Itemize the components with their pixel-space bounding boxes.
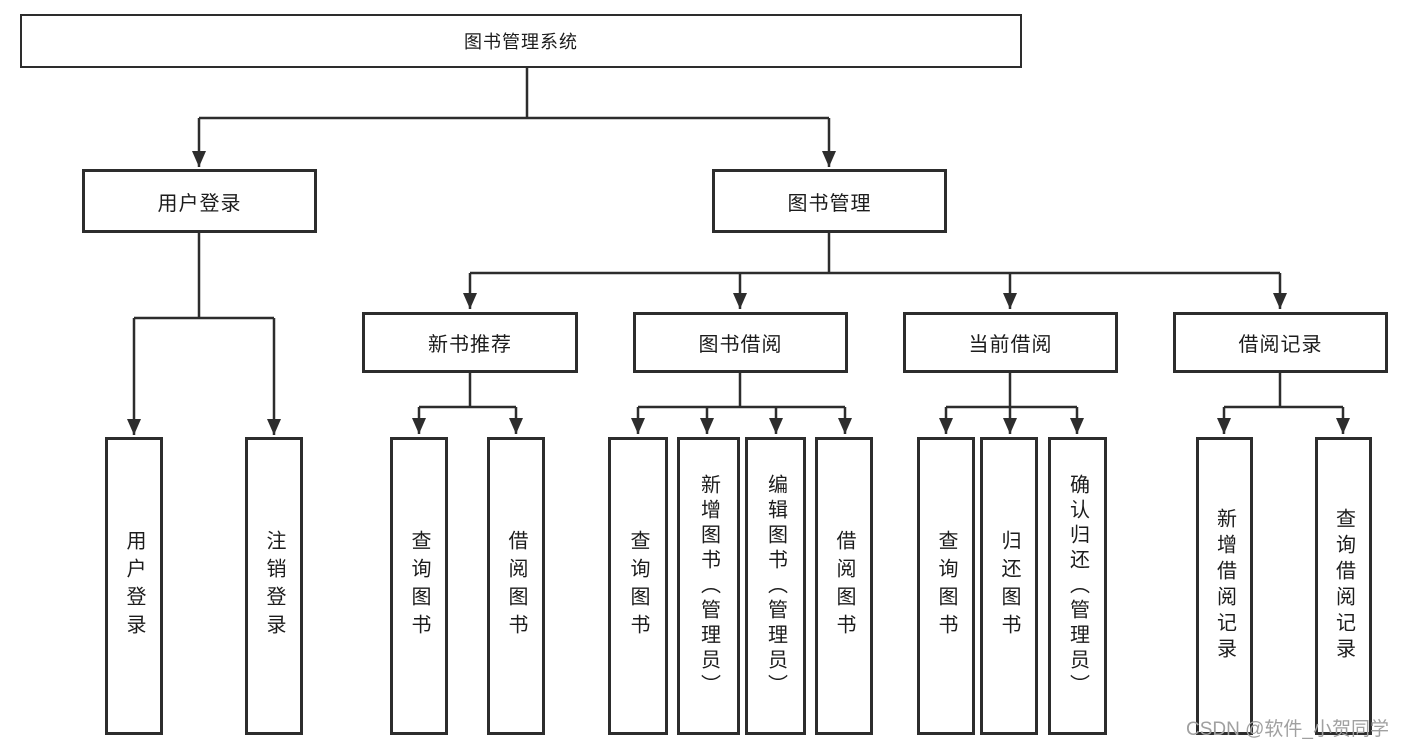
leaf-current-return-book: 归还图书 (980, 437, 1038, 735)
node-new-book-recommend: 新书推荐 (362, 312, 578, 373)
leaf-recommend-query-book-label: 查询图书 (408, 530, 430, 642)
node-root-label: 图书管理系统 (464, 32, 578, 52)
node-current-borrow: 当前借阅 (903, 312, 1118, 373)
leaf-borrow-add-book-admin: 新增图书（管理员） (677, 437, 740, 735)
leaf-borrow-query-book-label: 查询图书 (627, 530, 649, 642)
leaf-recommend-query-book: 查询图书 (390, 437, 448, 735)
leaf-current-query-book: 查询图书 (917, 437, 975, 735)
leaf-logout: 注销登录 (245, 437, 303, 735)
leaf-borrow-edit-book-admin: 编辑图书（管理员） (745, 437, 806, 735)
node-book-borrow: 图书借阅 (633, 312, 848, 373)
node-book-management-label: 图书管理 (787, 192, 872, 215)
leaf-borrow-query-book: 查询图书 (608, 437, 668, 735)
node-user-login: 用户登录 (82, 169, 317, 233)
leaf-borrow-borrow-book-label: 借阅图书 (833, 530, 855, 642)
node-book-borrow-label: 图书借阅 (698, 334, 783, 356)
leaf-borrow-edit-book-admin-label: 编辑图书（管理员） (764, 473, 787, 699)
leaf-records-query-record: 查询借阅记录 (1315, 437, 1372, 735)
node-borrow-records: 借阅记录 (1173, 312, 1388, 373)
node-book-management: 图书管理 (712, 169, 947, 233)
leaf-records-add-record: 新增借阅记录 (1196, 437, 1253, 735)
node-current-borrow-label: 当前借阅 (968, 334, 1053, 356)
leaf-records-query-record-label: 查询借阅记录 (1332, 508, 1355, 664)
leaf-user-login: 用户登录 (105, 437, 163, 735)
leaf-recommend-borrow-book-label: 借阅图书 (505, 530, 527, 642)
node-new-book-recommend-label: 新书推荐 (428, 334, 512, 356)
node-borrow-records-label: 借阅记录 (1238, 334, 1323, 356)
leaf-current-confirm-return-admin-label: 确认归还（管理员） (1066, 473, 1089, 699)
node-user-login-label: 用户登录 (157, 192, 242, 215)
leaf-borrow-borrow-book: 借阅图书 (815, 437, 873, 735)
node-root: 图书管理系统 (20, 14, 1022, 68)
leaf-current-return-book-label: 归还图书 (998, 530, 1020, 642)
leaf-borrow-add-book-admin-label: 新增图书（管理员） (697, 473, 720, 699)
leaf-current-confirm-return-admin: 确认归还（管理员） (1048, 437, 1107, 735)
watermark: CSDN @软件_小贺同学 (1186, 719, 1389, 740)
leaf-current-query-book-label: 查询图书 (935, 530, 957, 642)
leaf-records-add-record-label: 新增借阅记录 (1213, 508, 1236, 664)
leaf-logout-label: 注销登录 (263, 530, 285, 642)
leaf-recommend-borrow-book: 借阅图书 (487, 437, 545, 735)
leaf-user-login-label: 用户登录 (123, 530, 145, 642)
